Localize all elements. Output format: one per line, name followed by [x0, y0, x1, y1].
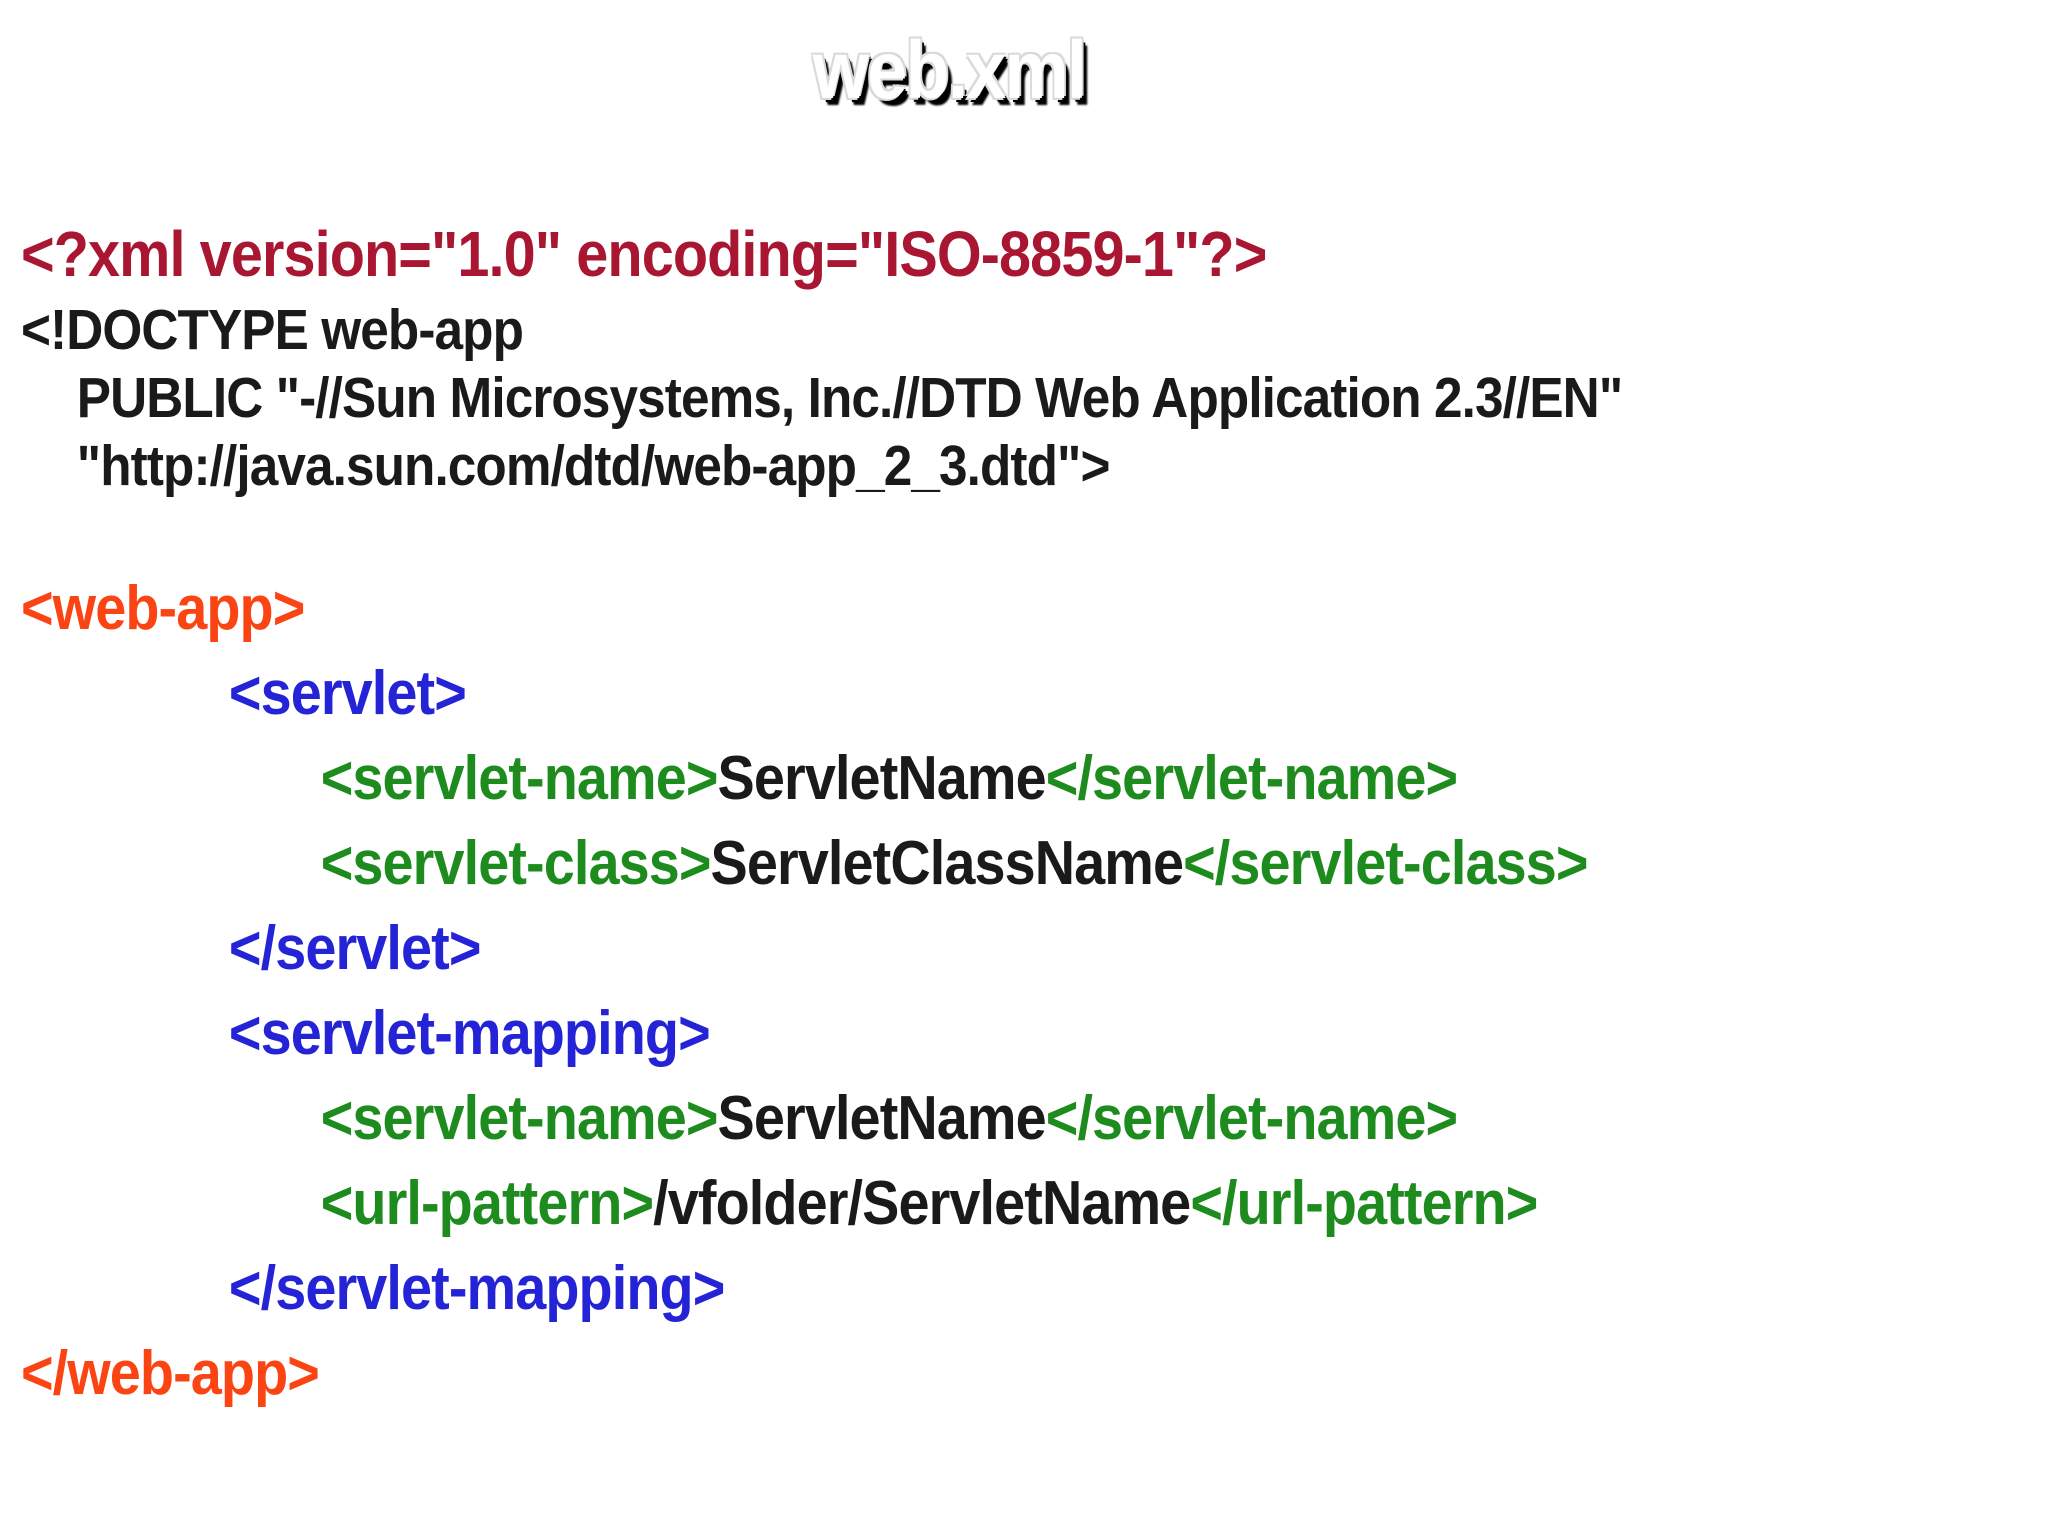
- servlet-class-value: ServletClassName: [710, 829, 1184, 898]
- url-pattern-open-tag: <url-pattern>: [320, 1169, 654, 1238]
- doctype-system-line: "http://java.sun.com/dtd/web-app_2_3.dtd…: [21, 432, 1622, 500]
- servlet-close-tag: </servlet>: [228, 914, 482, 983]
- page-title: web.xml: [812, 25, 1087, 116]
- servlet-name-line: <servlet-name>ServletName</servlet-name>: [21, 736, 1622, 821]
- doctype-system-id: "http://java.sun.com/dtd/web-app_2_3.dtd…: [76, 434, 1111, 498]
- doctype-public-id: PUBLIC "-//Sun Microsystems, Inc.//DTD W…: [76, 366, 1623, 430]
- blank-line: [21, 500, 1800, 566]
- servlet-mapping-close-line: </servlet-mapping>: [21, 1246, 1622, 1331]
- mapping-servlet-name-close-tag: </servlet-name>: [1045, 1084, 1458, 1153]
- mapping-servlet-name-value: ServletName: [717, 1084, 1047, 1153]
- servlet-class-close-tag: </servlet-class>: [1183, 829, 1588, 898]
- servlet-name-close-tag: </servlet-name>: [1045, 744, 1458, 813]
- url-pattern-close-tag: </url-pattern>: [1190, 1169, 1538, 1238]
- doctype-keyword: <!DOCTYPE web-app: [21, 298, 524, 362]
- servlet-open-line: <servlet>: [21, 651, 1622, 736]
- servlet-class-line: <servlet-class>ServletClassName</servlet…: [21, 821, 1622, 906]
- web-app-close-tag: </web-app>: [21, 1339, 320, 1408]
- servlet-class-open-tag: <servlet-class>: [320, 829, 712, 898]
- doctype-open-line: <!DOCTYPE web-app: [21, 296, 1622, 364]
- url-pattern-line: <url-pattern>/vfolder/ServletName</url-p…: [21, 1161, 1622, 1246]
- servlet-mapping-open-line: <servlet-mapping>: [21, 991, 1622, 1076]
- doctype-public-line: PUBLIC "-//Sun Microsystems, Inc.//DTD W…: [21, 364, 1623, 432]
- xml-declaration-line: <?xml version="1.0" encoding="ISO-8859-1…: [21, 212, 1622, 296]
- mapping-servlet-name-open-tag: <servlet-name>: [320, 1084, 719, 1153]
- mapping-servlet-name-line: <servlet-name>ServletName</servlet-name>: [21, 1076, 1622, 1161]
- web-app-open-line: <web-app>: [21, 566, 1622, 651]
- servlet-close-line: </servlet>: [21, 906, 1622, 991]
- web-app-close-line: </web-app>: [21, 1331, 1622, 1416]
- servlet-mapping-open-tag: <servlet-mapping>: [228, 999, 711, 1068]
- servlet-name-value: ServletName: [717, 744, 1047, 813]
- xml-code-block: <?xml version="1.0" encoding="ISO-8859-1…: [21, 212, 1800, 1416]
- servlet-name-open-tag: <servlet-name>: [320, 744, 719, 813]
- servlet-open-tag: <servlet>: [228, 659, 467, 728]
- url-pattern-value: /vfolder/ServletName: [653, 1169, 1191, 1238]
- web-app-open-tag: <web-app>: [21, 574, 305, 643]
- xml-declaration: <?xml version="1.0" encoding="ISO-8859-1…: [21, 218, 1267, 290]
- servlet-mapping-close-tag: </servlet-mapping>: [228, 1254, 725, 1323]
